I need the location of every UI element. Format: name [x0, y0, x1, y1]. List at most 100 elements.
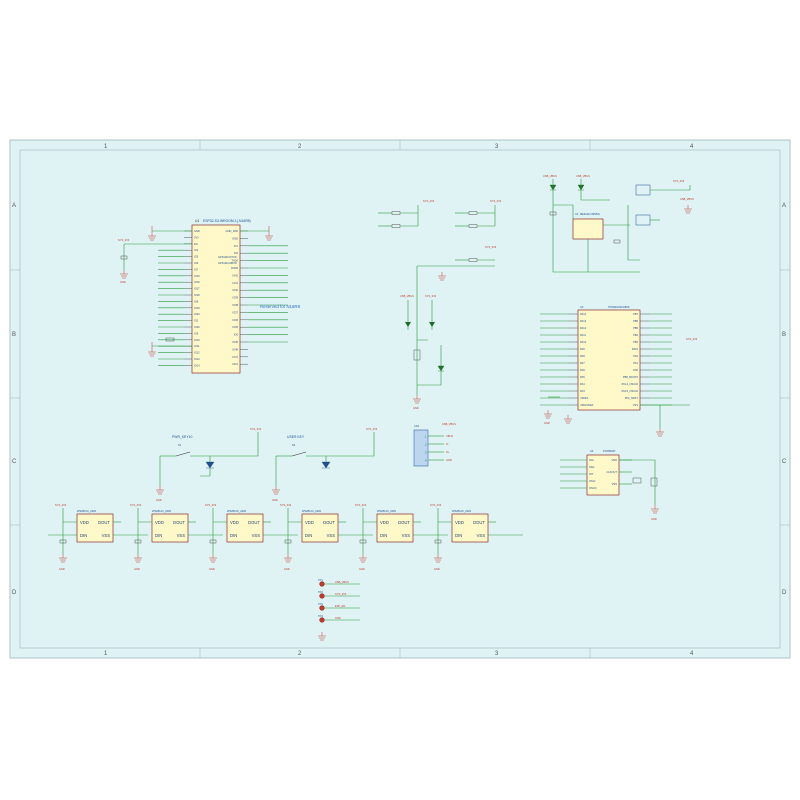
ground-symbol [120, 270, 128, 279]
pin-name: INT [589, 472, 594, 476]
pin-name: VSS [252, 533, 261, 538]
net-label: USB_VBUS [442, 422, 456, 426]
test-point-ref: TP4 [318, 614, 323, 618]
ground-symbol [656, 428, 664, 437]
net-label: SYS_3V3 [673, 179, 685, 183]
pin-name: PA1 [633, 361, 638, 365]
pin-name: PA3 [580, 389, 585, 393]
ground-symbol [156, 486, 164, 495]
pin-name: IO10 [194, 338, 200, 342]
row-label: A [782, 203, 786, 209]
net-label: SYS_3V3 [430, 503, 442, 507]
pin-name: IO1 [234, 244, 239, 248]
pin-name: CLKOUT [606, 470, 617, 474]
capacitor [134, 539, 142, 544]
gnd-label: GND [544, 421, 550, 425]
regulator-ref: U2 [575, 212, 579, 216]
net-label: SYS_3V3 [250, 427, 262, 431]
pin-name: IO37 [232, 310, 238, 314]
pin-name: VSS [327, 533, 336, 538]
pin-name: DOUT [98, 520, 110, 525]
capacitor [613, 239, 621, 244]
gnd-label: GND [272, 498, 278, 502]
net-label: SYS_3V3 [485, 245, 497, 249]
pin-name: PA5 [580, 375, 585, 379]
led-symbol [429, 322, 435, 327]
column-label: 2 [298, 651, 302, 657]
pin-name: IO9 [194, 331, 199, 335]
pin-name: DOUT [173, 520, 185, 525]
button-ref: S1 [178, 443, 182, 447]
pin-name: IO20 [194, 312, 200, 316]
ground-symbol [438, 272, 446, 281]
pin-name: DIN [80, 533, 87, 538]
button-contact [291, 451, 307, 457]
pin-name: IO39 [232, 296, 238, 300]
pin-name: IO40 [232, 288, 238, 292]
button-contact [175, 451, 191, 457]
test-point-pad [319, 605, 325, 611]
test-point-pad [319, 581, 325, 587]
ground-symbol [148, 342, 156, 357]
row-label: B [782, 332, 786, 338]
wire [650, 185, 691, 191]
ground-symbol [284, 554, 292, 563]
gnd-label: GND [156, 498, 162, 502]
pin-name: SCL [589, 458, 595, 462]
pin-name: IO14 [194, 363, 200, 367]
pin-name: IO16 [194, 280, 200, 284]
rtc-ref: U4 [590, 449, 594, 453]
wire [627, 205, 640, 261]
pin-name: PA0 [633, 368, 638, 372]
pin-name: IO13 [194, 357, 200, 361]
pin-name: IO46 [194, 325, 200, 329]
ground-symbol [434, 554, 442, 563]
bridge-chip [577, 309, 641, 411]
pin-name: DOUT [323, 520, 335, 525]
regulator-block: U2 ME6211C33M5G USB_VBUS USB_VBUS SYS_3V… [543, 174, 694, 273]
button-label: USER KEY [287, 435, 305, 439]
column-label: 3 [495, 651, 499, 657]
ground-symbol [59, 554, 67, 563]
pin-name: OSCO [589, 486, 597, 490]
pin-name: PB8_BOOT0 [623, 375, 639, 379]
pin-name: VDD/VDDA [580, 403, 594, 407]
pin-name: SDA [589, 465, 595, 469]
row-label: B [12, 332, 16, 338]
button-label: PWR_KEY10 [172, 435, 192, 439]
net-label: USB_VBUS [335, 580, 349, 584]
pin-name: VDDIO [580, 396, 588, 400]
rtc-chip [586, 454, 620, 496]
pin-name: PA12 [580, 326, 587, 330]
test-point-ref: TP3 [318, 602, 323, 606]
pin-name: PA10 [580, 340, 587, 344]
pin-name: PB3 [633, 340, 638, 344]
connector-body [413, 429, 429, 467]
test-point-ref: TP1 [318, 578, 323, 582]
mcu-ref: U1 [195, 219, 199, 223]
pin-name: VSS [402, 533, 411, 538]
pin-name: IO48 [232, 347, 238, 351]
net-label: USB_VBUS [680, 197, 694, 201]
pin-name: IO7 [194, 267, 199, 271]
row-markers-right: A B C D [780, 203, 790, 596]
test-point-ref: TP2 [318, 590, 323, 594]
pin-name: PA2 [633, 354, 638, 358]
net-label: GND [446, 458, 452, 462]
row-markers-left: A B C D [10, 203, 20, 596]
pin-name: EN [194, 242, 198, 246]
pin-name: PB7 [633, 312, 638, 316]
usb-bridge-block: U3 STM32G031G8U6 PA14PA13PA12PA11PA10PA9… [540, 305, 698, 437]
pin-name: PA13 [580, 319, 587, 323]
pin-name: IO21 [232, 362, 238, 366]
ground-symbol [272, 486, 280, 495]
pin-name: IO41 [232, 281, 238, 285]
pin-name: PB5 [633, 326, 638, 330]
